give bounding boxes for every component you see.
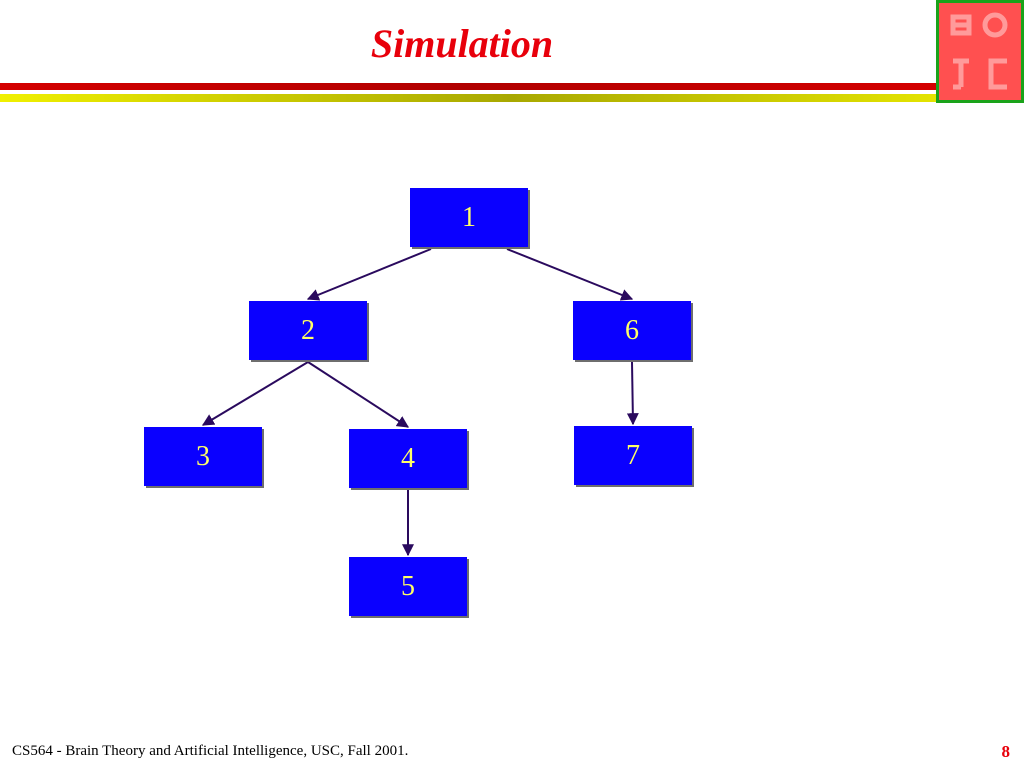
red-bar <box>0 83 936 90</box>
page-number: 8 <box>1001 742 1011 761</box>
node-5: 5 <box>349 557 467 616</box>
edges <box>201 248 639 557</box>
node-4: 4 <box>349 429 467 488</box>
node-3: 3 <box>144 427 262 486</box>
edge-1-2 <box>306 248 432 301</box>
node-7: 7 <box>574 426 692 485</box>
edge-2-3 <box>201 361 309 426</box>
footer-text: CS564 - Brain Theory and Artificial Inte… <box>12 743 409 759</box>
edge-2-4 <box>307 361 410 428</box>
logo-mark <box>950 12 1008 90</box>
node-2: 2 <box>249 301 367 360</box>
edge-1-6 <box>506 248 634 301</box>
slide-title: Simulation <box>370 21 554 66</box>
header-divider-bars <box>0 83 1024 102</box>
edge-6-7 <box>626 361 639 426</box>
yellow-bar <box>0 94 1024 102</box>
university-logo <box>936 0 1024 103</box>
node-1: 1 <box>410 188 528 247</box>
node-6: 6 <box>573 301 691 360</box>
